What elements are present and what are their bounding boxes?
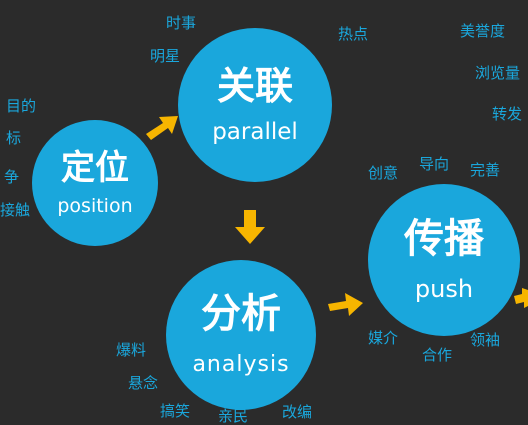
keyword-meijie: 媒介 (368, 329, 399, 347)
node-parallel-title: 关联 (216, 63, 293, 108)
keyword-liulanliang: 浏览量 (475, 64, 521, 82)
node-parallel-subtitle: parallel (212, 118, 298, 145)
keyword-wanshan: 完善 (470, 161, 501, 179)
keyword-daoxiang: 导向 (419, 155, 450, 173)
arrow-position-to-parallel (146, 116, 178, 140)
arrow-parallel-to-analysis (235, 210, 265, 244)
keyword-hezuo: 合作 (422, 346, 453, 364)
node-push-title: 传播 (404, 216, 484, 262)
node-position-subtitle: position (57, 194, 133, 217)
keyword-baoliao: 爆料 (116, 341, 147, 359)
node-analysis-title: 分析 (201, 291, 281, 337)
node-analysis: 分析 analysis (166, 260, 316, 410)
node-position: 定位 position (32, 120, 158, 246)
keyword-lingxiu: 领袖 (470, 331, 501, 349)
keyword-meiyudu: 美誉度 (460, 22, 506, 40)
node-parallel: 关联 parallel (178, 28, 332, 182)
arrow-push-offscreen (514, 288, 528, 308)
keyword-jiechu: 接触 (0, 201, 31, 219)
keyword-mingxing: 明星 (150, 47, 181, 65)
keyword-jingzheng: 争 (4, 168, 20, 186)
keyword-redian: 热点 (338, 25, 369, 43)
keyword-mudi: 目的 (6, 97, 37, 115)
keyword-qinmin: 亲民 (218, 407, 249, 425)
keyword-chuangyi: 创意 (368, 164, 399, 182)
keyword-gaoxiao: 搞笑 (160, 402, 191, 420)
node-analysis-subtitle: analysis (192, 352, 290, 377)
keyword-gaibian: 改编 (282, 403, 313, 421)
keyword-mubiao: 标 (6, 129, 22, 147)
keyword-xuannian: 悬念 (128, 374, 159, 392)
node-push: 传播 push (368, 184, 520, 336)
keyword-zhuanfa: 转发 (492, 105, 523, 123)
arrow-analysis-to-push (328, 293, 363, 316)
node-push-subtitle: push (414, 275, 474, 303)
keyword-shishi: 时事 (166, 14, 197, 32)
node-position-title: 定位 (61, 147, 129, 188)
